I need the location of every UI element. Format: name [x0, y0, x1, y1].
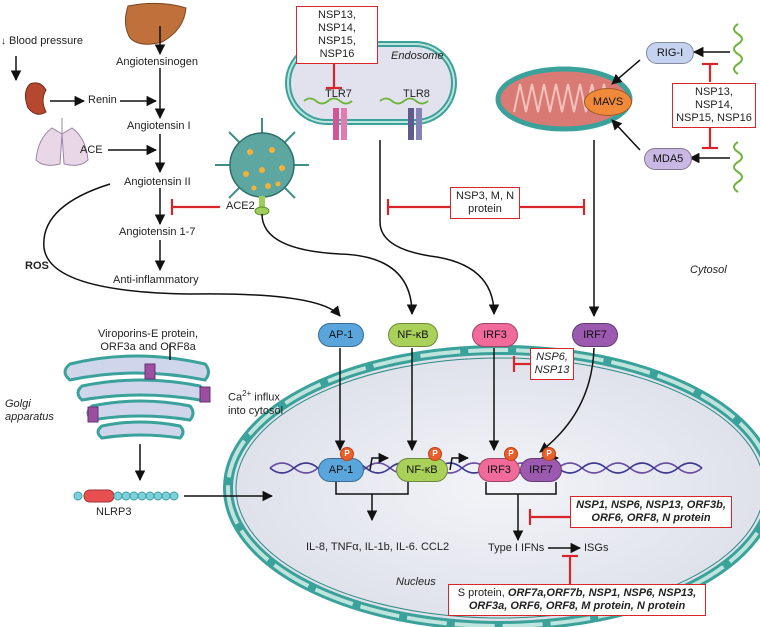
- inhibition-lines: [170, 60, 718, 584]
- cytosol-label: Cytosol: [690, 264, 727, 276]
- lungs-icon: [35, 118, 89, 166]
- endosome-inhibitor-box: NSP13, NSP14, NSP15, NSP16: [296, 6, 378, 64]
- rig-i-node: RIG-I: [646, 42, 694, 64]
- irf3-nuclear: IRF3: [478, 458, 520, 482]
- ap1-node: AP-1: [318, 323, 364, 347]
- angiotensinogen-label: Angiotensinogen: [116, 56, 198, 68]
- liver-icon: [124, 2, 187, 45]
- mavs-node: MAVS: [584, 88, 632, 116]
- irf7-nuclear: IRF7: [520, 458, 562, 482]
- isgs-label: ISGs: [584, 542, 609, 554]
- viral-rna: [733, 23, 743, 193]
- tlr8-label: TLR8: [403, 88, 430, 100]
- virus-icon: [215, 118, 309, 216]
- mda5-node: MDA5: [644, 148, 692, 170]
- viroporins-label: Viroporins-E protein, ORF3a and ORF8a: [97, 328, 199, 353]
- nfkb-nuclear: NF-κB: [396, 458, 448, 482]
- mito-inhibitor-box: NSP13, NSP14, NSP15, NSP16: [672, 83, 756, 128]
- nlrp3-chain: [73, 489, 179, 503]
- phospho-badge: P: [542, 447, 556, 461]
- nucleus: [223, 345, 760, 627]
- phospho-badge: P: [504, 447, 518, 461]
- phospho-badge: P: [340, 447, 354, 461]
- nucleus-label: Nucleus: [396, 576, 436, 588]
- angiotensin-2-label: Angiotensin II: [124, 176, 191, 188]
- renin-label: Renin: [88, 94, 117, 106]
- ca-influx-label: Ca2+ influx into cytosol: [228, 389, 284, 417]
- ifn-inhibitor-box: NSP1, NSP6, NSP13, ORF3b, ORF6, ORF8, N …: [570, 496, 732, 528]
- down-arrow-icon: ↓: [1, 36, 6, 47]
- activation-arrows: [10, 26, 730, 554]
- anti-inflammatory-label: Anti-inflammatory: [113, 274, 199, 286]
- irf7-node: IRF7: [572, 323, 618, 347]
- endosome-label: Endosome: [391, 50, 444, 62]
- golgi-apparatus: [63, 354, 211, 440]
- irf3-node: IRF3: [472, 323, 518, 347]
- ros-label: ROS: [25, 260, 49, 272]
- cytokines-label: IL-8, TNFα, IL-1b, IL-6. CCL2: [306, 541, 450, 553]
- isg-inhibitor-box: S protein, ORF7a,ORF7b, NSP1, NSP6, NSP1…: [448, 584, 706, 616]
- nfkb-node: NF-κB: [388, 323, 438, 347]
- tlr7-label: TLR7: [325, 88, 352, 100]
- ap1-nuclear: AP-1: [318, 458, 364, 482]
- nlrp3-label: NLRP3: [96, 506, 132, 518]
- phospho-badge: P: [428, 447, 442, 461]
- angiotensin-1-label: Angiotensin I: [127, 120, 191, 132]
- blood-pressure-label: Blood pressure: [9, 35, 83, 47]
- irf3-inhibitor-box: NSP6, NSP13: [530, 348, 574, 380]
- center-inhibitor-box: NSP3, M, N protein: [450, 187, 520, 219]
- ace2-label: ACE2: [226, 200, 255, 212]
- kidney-icon: [24, 82, 47, 115]
- ace-label: ACE: [80, 144, 103, 156]
- angiotensin-1-7-label: Angiotensin 1-7: [119, 226, 196, 238]
- golgi-label: Golgi apparatus: [5, 398, 54, 423]
- type1-ifn-label: Type I IFNs: [488, 542, 545, 554]
